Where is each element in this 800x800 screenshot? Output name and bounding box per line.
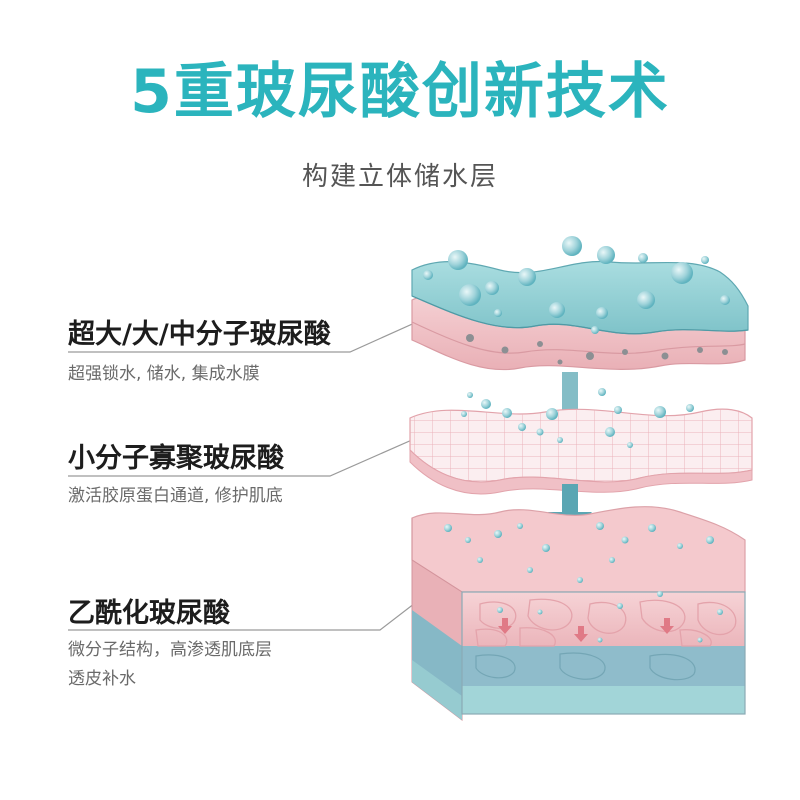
layer-1-desc: 超强锁水, 储水, 集成水膜: [68, 360, 260, 389]
layer-1-desc-line: 超强锁水, 储水, 集成水膜: [68, 364, 260, 384]
layer-3-leader-line: [68, 589, 433, 631]
layer-2-title: 小分子寡聚玻尿酸: [68, 443, 284, 474]
layer-2-desc: 激活胶原蛋白通道, 修护肌底: [68, 482, 283, 511]
page-title: 5重玻尿酸创新技术: [130, 57, 670, 127]
middle-sheet: [409, 388, 753, 495]
layer-1-title: 超大/大/中分子玻尿酸: [68, 319, 331, 350]
layer-3-desc-line-2: 透皮补水: [68, 669, 136, 689]
page-subtitle: 构建立体储水层: [301, 162, 498, 192]
layer-3-desc: 微分子结构，高渗透肌底层 透皮补水: [68, 636, 272, 694]
skin-block: [411, 506, 746, 722]
layer-2-desc-line: 激活胶原蛋白通道, 修护肌底: [68, 486, 283, 506]
top-sheet: [411, 236, 749, 371]
layer-1-leader-line: [68, 307, 449, 353]
layer-3-desc-line-1: 微分子结构，高渗透肌底层: [68, 640, 272, 660]
layer-3-title: 乙酰化玻尿酸: [68, 598, 230, 629]
layer-2-leader-line: [68, 431, 431, 477]
